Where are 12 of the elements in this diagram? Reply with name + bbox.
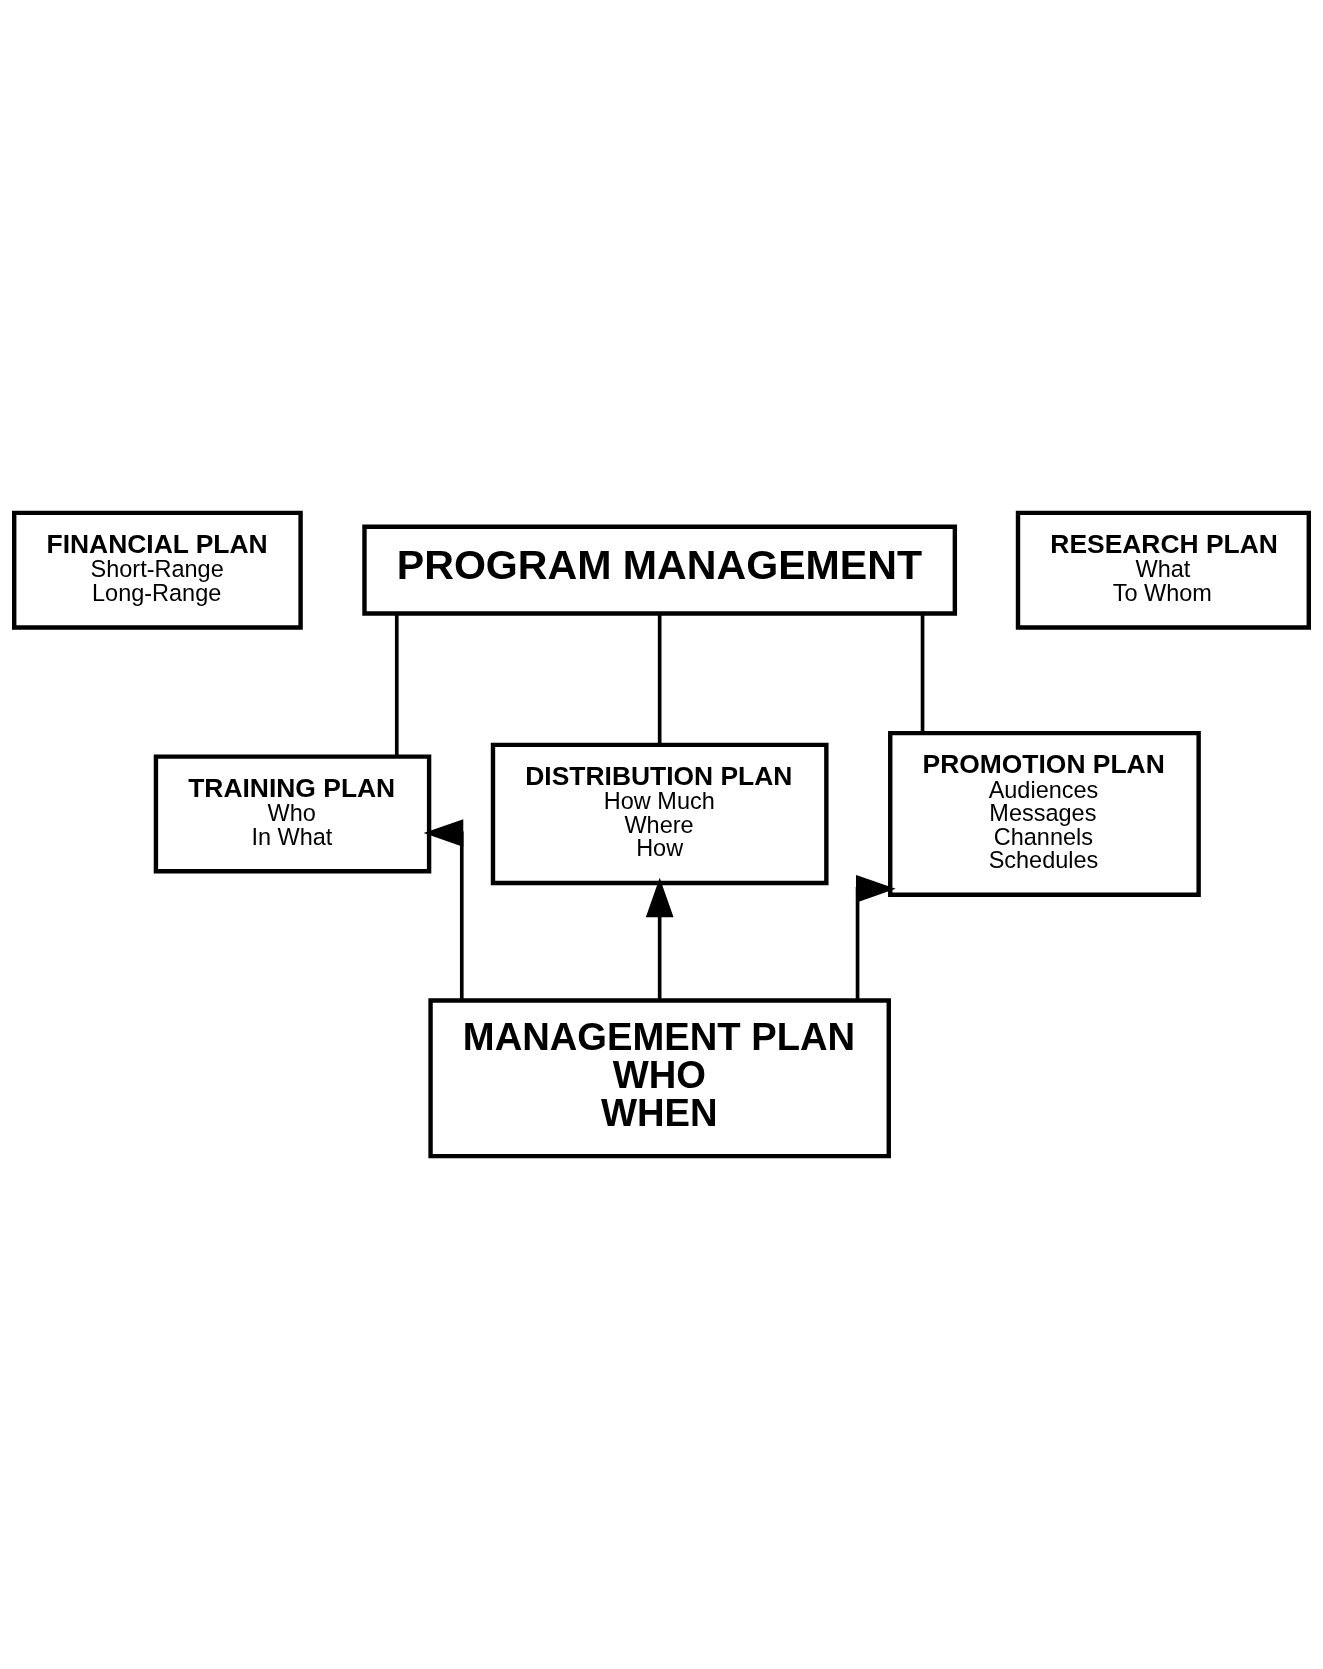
arrow (423, 819, 464, 1000)
node-box: FINANCIAL PLAN Short-Range Long-Range (12, 510, 303, 630)
node-box: RESEARCH PLAN What To Whom (1015, 510, 1311, 630)
arrow (645, 877, 674, 1001)
connector (657, 614, 662, 745)
node-box: PROGRAM MANAGEMENT (362, 524, 958, 616)
node-box: TRAINING PLAN Who In What (153, 754, 432, 874)
node-box: MANAGEMENT PLAN WHO WHEN (428, 998, 891, 1159)
node-box: DISTRIBUTION PLAN How Much Where How (490, 742, 829, 886)
node-box: PROMOTION PLAN Audiences Messages Channels Schedules (888, 730, 1201, 897)
connector (920, 614, 925, 733)
connector (394, 613, 399, 757)
